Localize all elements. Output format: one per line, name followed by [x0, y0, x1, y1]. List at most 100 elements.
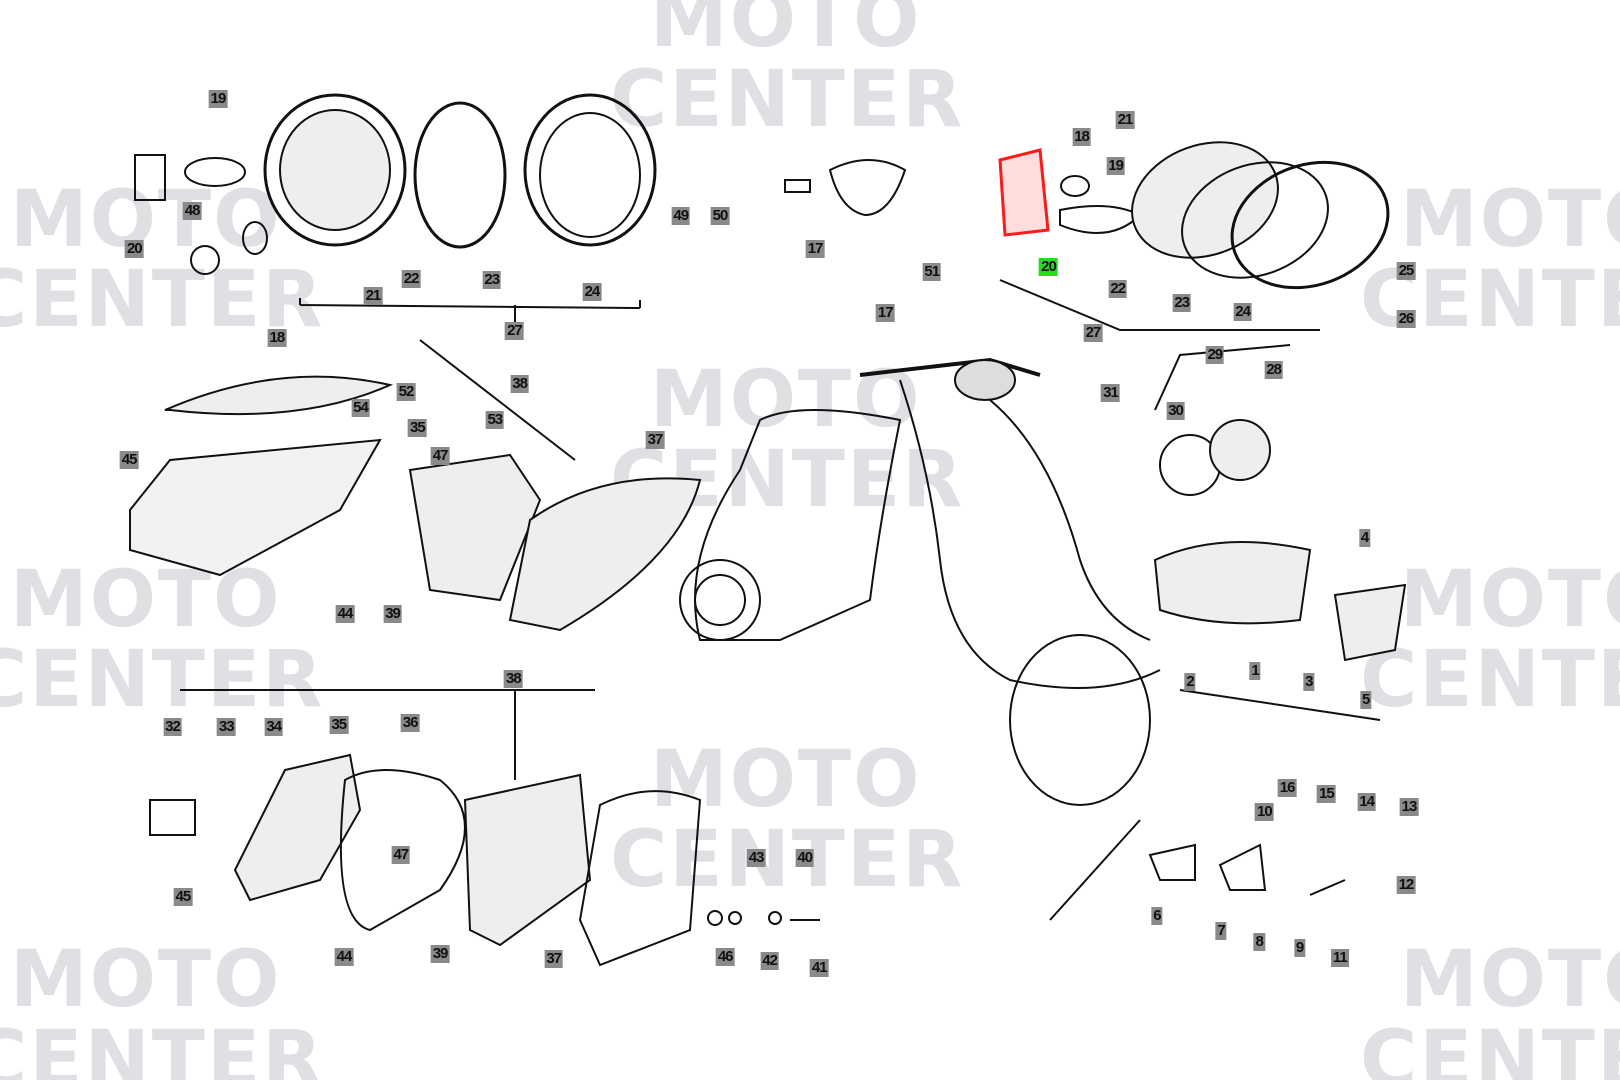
part-label[interactable]: 20	[124, 239, 144, 258]
watermark-line: MOTO	[650, 0, 922, 65]
part-label[interactable]: 46	[715, 947, 735, 966]
part-label[interactable]: 29	[1205, 346, 1225, 365]
part-label[interactable]: 38	[510, 375, 529, 394]
part-label[interactable]: 23	[1172, 293, 1192, 312]
speedometer	[784, 159, 907, 217]
scooter-outline	[679, 357, 1381, 921]
part-label[interactable]: 34	[264, 718, 284, 737]
part-label[interactable]: 39	[430, 945, 450, 964]
watermark-line: CENTER	[0, 635, 325, 725]
part-label[interactable]: 49	[671, 206, 691, 225]
part-label[interactable]: 27	[505, 321, 524, 340]
part-label[interactable]: 23	[482, 270, 502, 289]
watermark-line: MOTO	[1400, 555, 1620, 645]
part-label[interactable]: 32	[163, 718, 182, 737]
watermark-line: MOTO	[10, 935, 282, 1025]
part-label[interactable]: 18	[267, 328, 287, 347]
part-label[interactable]: 35	[329, 716, 349, 735]
watermark-line: CENTER	[0, 1015, 325, 1080]
highlighted-part	[998, 148, 1050, 237]
part-label[interactable]: 11	[1330, 948, 1349, 967]
part-label[interactable]: 44	[334, 947, 354, 966]
part-label[interactable]: 9	[1293, 939, 1306, 958]
watermark-line: CENTER	[610, 55, 965, 145]
part-label[interactable]: 51	[922, 262, 942, 281]
part-label[interactable]: 47	[391, 846, 411, 865]
part-label[interactable]: 2	[1184, 672, 1196, 691]
part-label[interactable]: 50	[710, 206, 730, 225]
part-label[interactable]: 22	[1108, 280, 1128, 299]
rear-light-group	[129, 339, 1407, 662]
part-label[interactable]: 14	[1357, 792, 1376, 811]
part-label[interactable]: 40	[795, 849, 815, 868]
part-label[interactable]: 22	[401, 269, 421, 288]
part-label[interactable]: 19	[1106, 157, 1125, 176]
part-label[interactable]: 19	[208, 90, 228, 109]
part-label[interactable]: 3	[1303, 672, 1315, 691]
part-label[interactable]: 15	[1317, 785, 1336, 804]
part-label[interactable]: 47	[430, 446, 450, 465]
watermark-line: MOTO	[10, 555, 282, 645]
part-label[interactable]: 48	[182, 201, 202, 220]
part-label[interactable]: 8	[1253, 933, 1265, 952]
watermark-line: CENTER	[1360, 1015, 1620, 1080]
part-label[interactable]: 33	[216, 718, 236, 737]
part-label[interactable]: 4	[1358, 529, 1371, 548]
watermark-line: MOTO	[650, 735, 922, 825]
part-label[interactable]: 16	[1277, 779, 1297, 798]
part-label-selected[interactable]: 20	[1039, 257, 1058, 276]
part-label[interactable]: 35	[407, 418, 427, 437]
part-label[interactable]: 41	[809, 958, 829, 977]
watermark-line: CENTER	[0, 255, 325, 345]
watermark-line: MOTO	[1400, 175, 1620, 265]
part-label[interactable]: 36	[400, 714, 420, 733]
part-label[interactable]: 24	[1233, 302, 1253, 321]
part-label[interactable]: 31	[1101, 383, 1120, 402]
part-label[interactable]: 53	[485, 411, 505, 430]
part-label[interactable]: 24	[582, 283, 602, 302]
part-label[interactable]: 30	[1166, 402, 1185, 421]
part-label[interactable]: 21	[363, 287, 383, 306]
part-label[interactable]: 6	[1151, 907, 1163, 926]
part-label[interactable]: 1	[1249, 662, 1261, 681]
part-label[interactable]: 7	[1215, 921, 1227, 940]
part-label[interactable]: 18	[1072, 128, 1091, 147]
part-label[interactable]: 54	[351, 399, 370, 418]
tail-light-group	[149, 689, 1346, 967]
headlight-left	[134, 93, 657, 325]
part-label[interactable]: 12	[1396, 876, 1416, 895]
part-label[interactable]: 45	[173, 887, 193, 906]
part-label[interactable]: 38	[504, 669, 523, 688]
part-label[interactable]: 5	[1359, 691, 1372, 710]
watermark-line: CENTER	[610, 815, 965, 905]
part-label[interactable]: 25	[1396, 261, 1416, 280]
headlight-right	[998, 141, 1390, 331]
part-label[interactable]: 17	[805, 239, 825, 258]
part-label[interactable]: 26	[1396, 310, 1416, 329]
part-label[interactable]: 27	[1083, 323, 1103, 342]
part-label[interactable]: 43	[746, 849, 766, 868]
part-label[interactable]: 21	[1115, 110, 1135, 129]
watermark-line: CENTER	[1360, 635, 1620, 725]
part-label[interactable]: 28	[1264, 360, 1284, 379]
part-label[interactable]: 52	[396, 382, 416, 401]
part-label[interactable]: 37	[645, 431, 665, 450]
part-label[interactable]: 39	[383, 604, 402, 623]
part-label[interactable]: 37	[544, 949, 564, 968]
part-label[interactable]: 44	[335, 604, 355, 623]
part-label[interactable]: 17	[875, 303, 895, 322]
part-label[interactable]: 10	[1255, 802, 1274, 821]
part-label[interactable]: 13	[1399, 797, 1419, 816]
part-label[interactable]: 45	[119, 450, 139, 469]
part-label[interactable]: 42	[760, 951, 779, 970]
watermark-line: MOTO	[10, 175, 282, 265]
